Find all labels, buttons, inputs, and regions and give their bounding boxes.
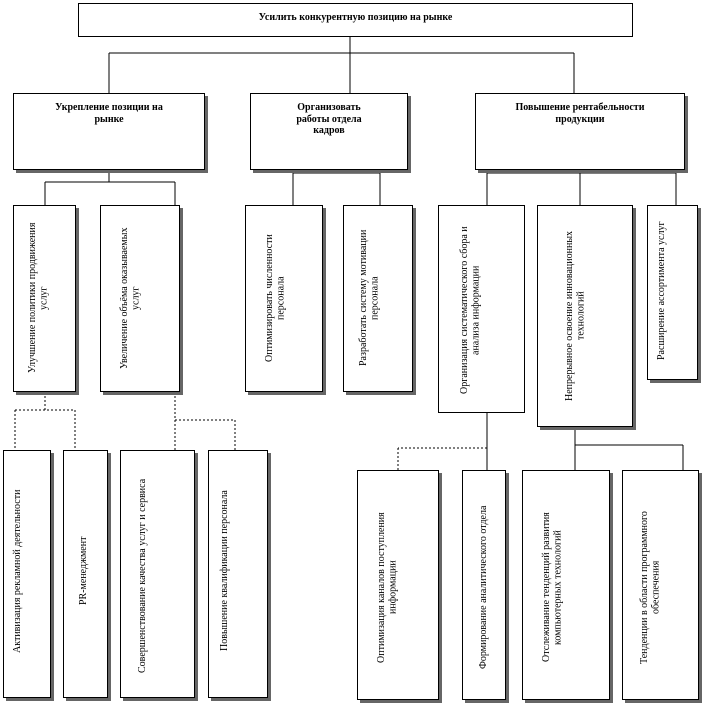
action-box-computer-trends: Отслеживание тенденций развития компьюте… [522,470,610,700]
action-box-analytics-dept: Формирование аналитического отдела [462,470,506,700]
task-box-motivation: Разработать систему мотивации персонала [343,205,413,392]
action-box-pr: PR-менеджмент [63,450,108,698]
action-box-info-channels: Оптимизация каналов поступления информац… [357,470,439,700]
action-label: Формирование аналитического отдела [478,505,489,670]
task-box-volume: Увеличение объёма оказываемых услуг [100,205,180,392]
action-label: Тенденции в области программного обеспеч… [639,511,662,664]
objective-label: Укрепление позиции на рынке [55,102,163,125]
action-label: Совершенствование качества услуг и серви… [137,478,148,674]
action-box-quality: Совершенствование качества услуг и серви… [120,450,195,698]
objective-box-hr: Организовать работы отдела кадров [250,93,408,170]
action-label: Активизация рекламной деятельности [12,489,23,653]
objective-label: Организовать работы отдела кадров [296,102,362,136]
task-box-innovation: Непрерывное освоение инновационных техно… [537,205,633,427]
goal-label: Усилить конкурентную позицию на рынке [258,12,453,23]
task-box-headcount: Оптимизировать численности персонала [245,205,323,392]
action-label: PR-менеджмент [78,536,89,606]
task-label: Улучшение политики продвижения услуг [27,222,50,374]
task-label: Расширение ассортимента услуг [656,221,667,361]
action-label: Отслеживание тенденций развития компьюте… [541,512,564,663]
task-box-info: Организация систематического сбора и ана… [438,205,525,413]
goal-box: Усилить конкурентную позицию на рынке [78,3,633,37]
task-label: Разработать систему мотивации персонала [358,229,381,367]
objective-box-market-position: Укрепление позиции на рынке [13,93,205,170]
objective-label: Повышение рентабельности продукции [515,102,645,125]
task-label: Оптимизировать численности персонала [264,234,287,362]
task-box-promotion: Улучшение политики продвижения услуг [13,205,76,392]
action-box-qualification: Повышение квалификации персонала [208,450,268,698]
action-box-software-trends: Тенденции в области программного обеспеч… [622,470,699,700]
task-label: Увеличение объёма оказываемых услуг [119,227,142,369]
action-box-advertising: Активизация рекламной деятельности [3,450,51,698]
action-label: Оптимизация каналов поступления информац… [376,512,399,663]
task-label: Организация систематического сбора и ана… [459,226,482,395]
objective-box-profitability: Повышение рентабельности продукции [475,93,685,170]
task-label: Непрерывное освоение инновационных техно… [564,230,587,401]
action-label: Повышение квалификации персонала [219,490,230,652]
task-box-assortment: Расширение ассортимента услуг [647,205,698,380]
